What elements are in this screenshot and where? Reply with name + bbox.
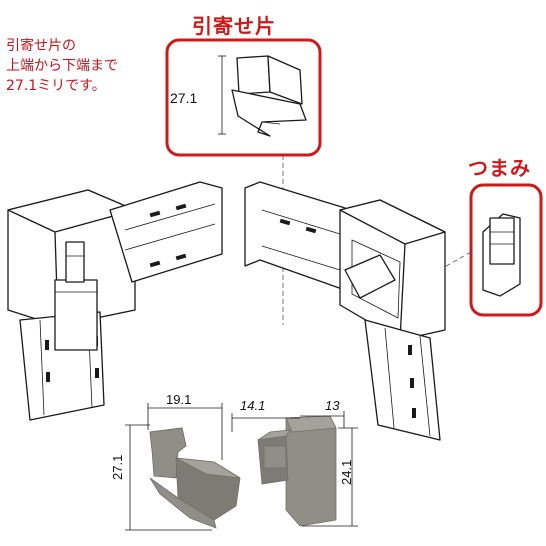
pull-piece-photo bbox=[149, 427, 241, 529]
pull-piece-inset-frame bbox=[165, 38, 322, 157]
pull-piece-inset-drawing bbox=[218, 55, 307, 137]
left-corner-joint bbox=[7, 181, 223, 421]
knob-title: つまみ bbox=[468, 156, 531, 180]
knob-depth-label: 14.1 bbox=[240, 398, 266, 413]
knob-photo bbox=[257, 415, 337, 527]
inset-height-label: 27.1 bbox=[170, 90, 198, 106]
knob-inset-frame bbox=[469, 183, 543, 317]
knob-inset-drawing bbox=[482, 213, 521, 297]
knob-width-label: 13 bbox=[325, 398, 340, 413]
pull-piece-title: 引寄せ片 bbox=[192, 14, 276, 38]
pull-piece-note: 引寄せ片の 上端から下端まで 27.1ミリです。 bbox=[6, 38, 118, 94]
right-corner-joint bbox=[244, 181, 446, 441]
pull-piece-dimensions bbox=[125, 403, 223, 531]
pull-width-label: 19.1 bbox=[166, 392, 192, 407]
knob-dimensions bbox=[231, 411, 358, 527]
